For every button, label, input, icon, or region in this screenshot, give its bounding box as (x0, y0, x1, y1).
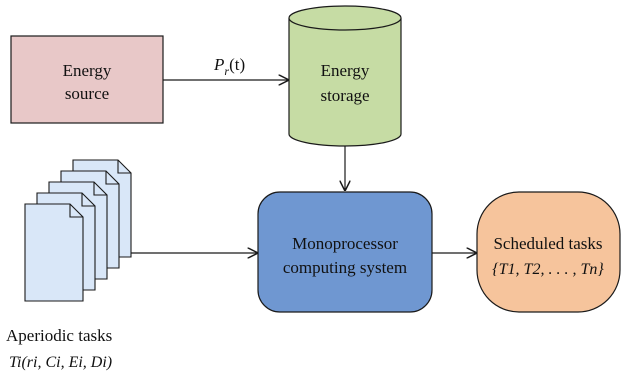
energy-storage-body (288, 18, 402, 147)
scheduled-tasks-label: Scheduled tasks (493, 234, 602, 253)
monoprocessor-shape (257, 191, 433, 313)
energy-source-label-line2: source (65, 84, 109, 103)
energy-storage-label-line2: storage (320, 86, 369, 105)
aperiodic-task-signature: Ti(ri, Ci, Ei, Di) (9, 354, 112, 371)
scheduled-tasks-shape (476, 191, 621, 313)
energy-source-box: Energy source (10, 35, 164, 124)
energy-storage-top (288, 5, 402, 31)
power-label: Pr(t) (213, 55, 245, 78)
scheduled-tasks-set: {T1, T2, . . . , Tn} (492, 261, 604, 278)
energy-storage-label-line1: Energy (321, 61, 370, 80)
energy-source-label-line1: Energy (63, 61, 112, 80)
document-icon (24, 203, 84, 302)
aperiodic-tasks-label: Aperiodic tasks (6, 326, 112, 345)
monoprocessor-box: Monoprocessor computing system (257, 191, 433, 313)
aperiodic-tasks-documents (24, 159, 132, 302)
monoprocessor-label-line2: computing system (283, 258, 407, 277)
scheduled-tasks-box: Scheduled tasks {T1, T2, . . . , Tn} (476, 191, 621, 313)
energy-source-shape (10, 35, 164, 124)
monoprocessor-label-line1: Monoprocessor (292, 234, 398, 253)
energy-storage-cylinder: Energy storage (288, 5, 402, 147)
